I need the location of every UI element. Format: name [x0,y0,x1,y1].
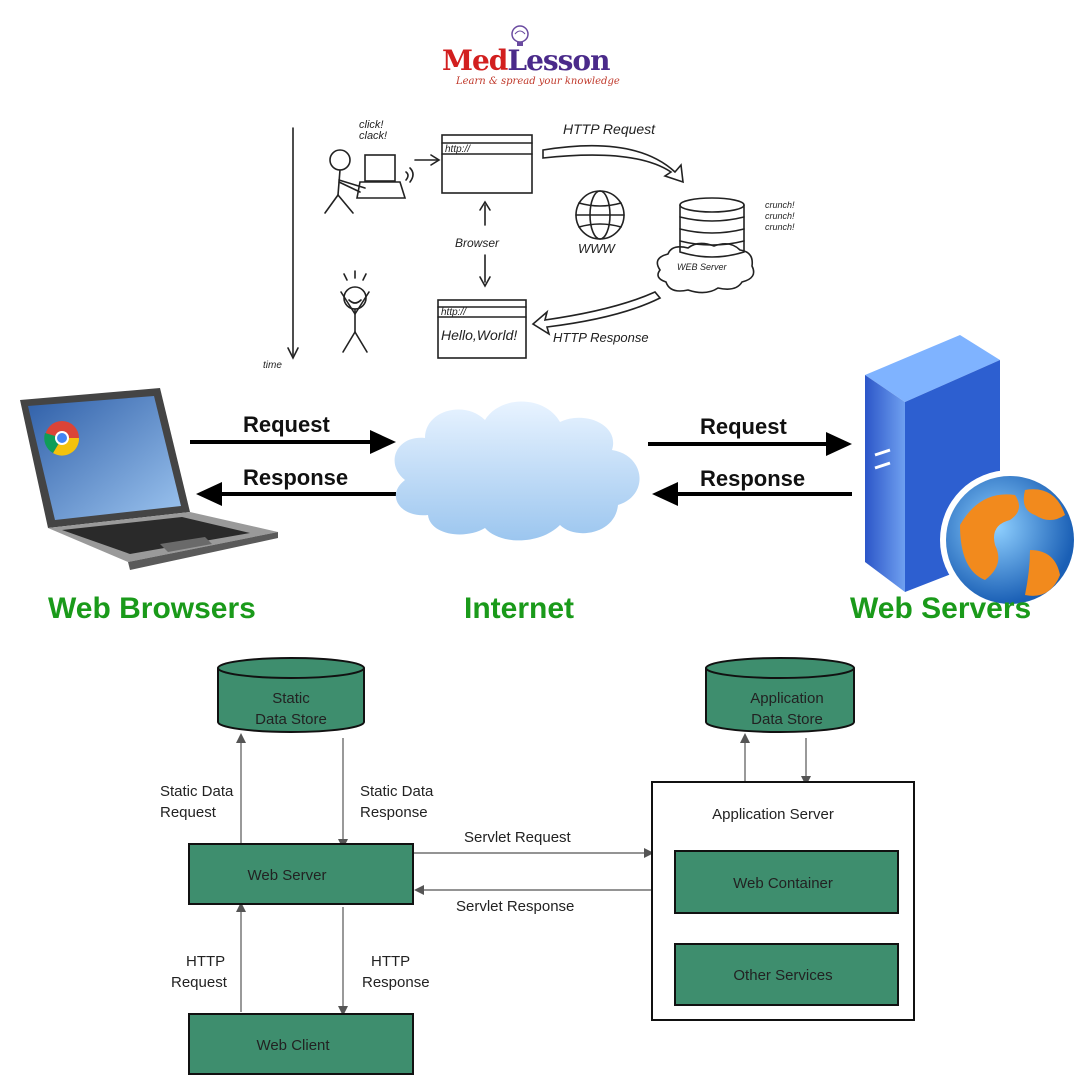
sketch-webserver-label: WEB Server [677,262,728,272]
web-servers-label: Web Servers [850,592,1031,625]
logo-brand: MedLesson [442,44,610,77]
sketch-http-request-label: HTTP Request [563,121,656,137]
sketch-browser-label: Browser [455,236,500,250]
app-store-line2: Data Store [751,711,823,728]
request-label-right: Request [700,414,787,439]
logo-brand-med: Med [442,44,508,77]
request-arrow-left [190,430,396,454]
response-label-right: Response [700,466,805,491]
internet-cloud-icon [394,401,640,541]
logo-brand-lesson: Lesson [507,44,610,77]
web-browsers-label: Web Browsers [48,592,256,625]
internet-label: Internet [464,592,574,625]
sketch-address-top: http:// [445,144,471,155]
static-request-line1: Static Data [160,783,234,800]
sketch-time-label: time [263,360,282,371]
application-data-store [705,657,855,733]
response-arrow-right [652,482,852,506]
static-response-line1: Static Data [360,783,434,800]
sketch-crunch-2: crunch! [765,211,795,221]
sketch-hello-world: Hello,World! [441,327,517,343]
sketch-click-text: click! [359,119,383,131]
sketch-response-arrow [531,291,662,336]
globe-icon [940,470,1080,610]
servlet-response-label: Servlet Response [456,898,574,915]
chrome-icon [44,421,80,456]
other-services-box [674,943,899,1006]
sketch-database-icon [656,197,755,294]
laptop-icon [20,388,278,570]
stick-figure-happy-icon [340,270,370,353]
web-client-label: Web Client [256,1037,330,1054]
web-client-box [188,1013,414,1075]
request-arrow-right [648,432,852,456]
sketch-browser-window-bottom [437,299,527,359]
http-response-line2: Response [362,974,430,991]
static-response-line2: Response [360,804,428,821]
http-sketch-diagram: click! clack! http:// HTTP Request Brows… [263,119,795,371]
application-server-label: Application Server [712,806,834,823]
static-store-line2: Data Store [255,711,327,728]
sketch-http-response-label: HTTP Response [553,330,649,345]
globe-icon [575,190,625,240]
sketch-address-bottom: http:// [441,307,467,318]
architecture-diagram: Static Data Store Application Data Store [160,657,915,1075]
sketch-clack-text: clack! [359,130,387,142]
app-store-line1: Application [750,690,823,707]
logo: MedLesson Learn & spread your knowledge [430,22,630,92]
lightbulb-icon [511,25,529,46]
http-request-line2: Request [171,974,228,991]
web-server-box [188,843,414,905]
sketch-request-arrow [542,144,684,184]
sketch-crunch-1: crunch! [765,200,795,210]
sketch-laptop-icon [356,154,414,199]
static-request-line2: Request [160,804,217,821]
static-store-line1: Static [272,690,310,707]
web-container-box [674,850,899,914]
other-services-label: Other Services [733,967,832,984]
response-label-left: Response [243,465,348,490]
web-server-label: Web Server [248,867,327,884]
sketch-browser-window-top [441,134,533,194]
static-data-store [217,657,365,733]
sketch-www-label: WWW [578,241,617,256]
web-flow-diagram: Request Response Request Response Web Br… [20,335,1080,625]
request-label-left: Request [243,412,330,437]
sketch-crunch-3: crunch! [765,222,795,232]
servlet-request-label: Servlet Request [464,829,572,846]
logo-tagline: Learn & spread your knowledge [456,76,620,87]
stick-figure-user-icon [324,149,366,214]
web-container-label: Web Container [733,875,833,892]
http-request-line1: HTTP [186,953,225,970]
http-response-line1: HTTP [371,953,410,970]
response-arrow-left [196,482,396,506]
